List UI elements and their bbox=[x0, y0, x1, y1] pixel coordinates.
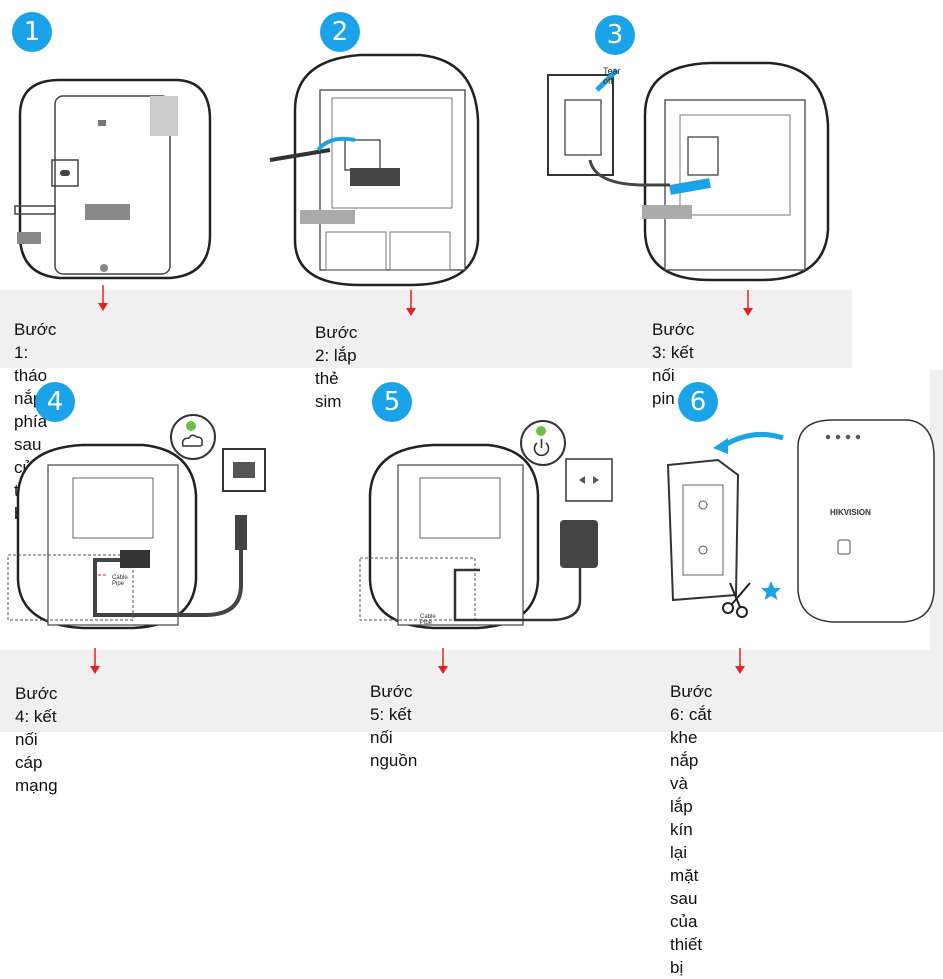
step-6-device-front bbox=[797, 419, 935, 623]
step-6-caption: Bước 6: cắt khe nắp và lắp kín lại mặt s… bbox=[670, 682, 713, 977]
step-3-tear-off-label: Tear off bbox=[603, 66, 621, 86]
step-5-badge: 5 bbox=[372, 382, 412, 422]
step-6-rotate-arrow bbox=[713, 431, 784, 454]
step-6-brand-label: HIKVISION bbox=[830, 508, 871, 517]
star-icon bbox=[761, 581, 781, 600]
step-4-badge: 4 bbox=[35, 382, 75, 422]
step-5-caption: Bước 5: kết nối nguồn bbox=[370, 682, 418, 770]
step-2-badge: 2 bbox=[320, 12, 360, 52]
step-3-arrow bbox=[743, 290, 753, 316]
ethernet-port-icon bbox=[222, 448, 266, 492]
step-4-arrow bbox=[90, 648, 100, 674]
power-outlet-icon bbox=[565, 458, 613, 502]
step-2-caption: Bước 2: lắp thẻ sim bbox=[315, 323, 358, 411]
step-3-cable bbox=[588, 159, 670, 187]
step-6-back-plate bbox=[666, 458, 740, 602]
caption-band-bottom bbox=[0, 650, 943, 732]
step-3-badge: 3 bbox=[595, 15, 635, 55]
step-5-status-bubble bbox=[520, 420, 566, 466]
step-4-network-cable bbox=[93, 515, 247, 617]
step-6-arrow bbox=[735, 648, 745, 674]
step-5-power-adapter bbox=[453, 520, 598, 622]
step-1-arrow bbox=[98, 285, 108, 311]
step-4-status-bubble bbox=[170, 414, 216, 460]
step-3-battery-illustration bbox=[547, 68, 619, 176]
step-5-cable-pipe-label: Cable Pipe bbox=[420, 614, 436, 626]
step-3-caption: Bước 3: kết nối pin bbox=[652, 320, 695, 408]
step-5-arrow bbox=[438, 648, 448, 674]
step-5-device-illustration bbox=[359, 443, 540, 630]
cloud-icon bbox=[181, 434, 203, 447]
power-icon bbox=[533, 439, 550, 457]
step-1-badge: 1 bbox=[12, 12, 52, 52]
step-4-cable-pipe-label: Cable Pipe bbox=[112, 575, 128, 587]
step-6-badge: 6 bbox=[678, 382, 718, 422]
scissors-icon bbox=[722, 582, 751, 618]
step-2-device-illustration bbox=[269, 53, 480, 287]
step-1-device-illustration bbox=[14, 78, 212, 280]
caption-band-top bbox=[0, 290, 852, 368]
step-3-device-illustration bbox=[642, 61, 830, 282]
step-4-device-illustration bbox=[7, 443, 198, 630]
step-2-arrow bbox=[406, 290, 416, 316]
step-4-caption: Bước 4: kết nối cáp mạng bbox=[15, 684, 58, 795]
